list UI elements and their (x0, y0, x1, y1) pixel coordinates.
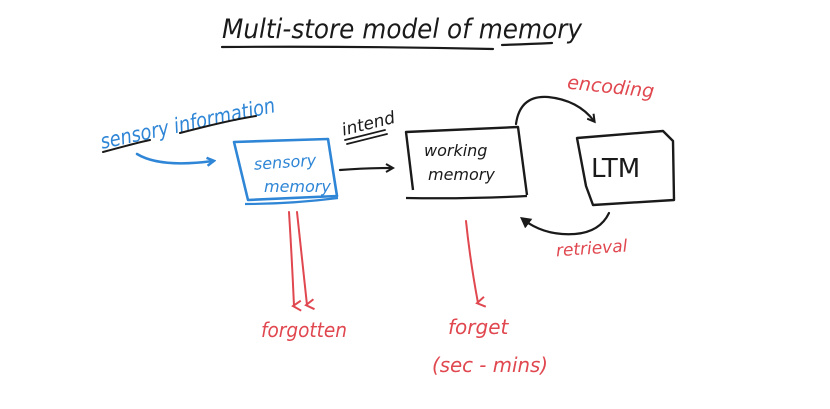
retrieval-arrow (520, 211, 611, 236)
intend-label: intend (340, 108, 398, 141)
ltm-label: LTM (591, 154, 640, 184)
attention-arrow (338, 168, 392, 170)
input-arrow (135, 152, 213, 163)
working-memory-box: working memory (404, 125, 529, 200)
encoding-arrow (514, 95, 594, 126)
intend-underline (344, 129, 388, 145)
sensory-memory-box: sensory memory (232, 137, 339, 206)
working-memory-line1: working (424, 141, 487, 160)
ltm-box: LTM (575, 129, 676, 207)
forgotten-label: forgotten (261, 318, 347, 342)
sensory-information-underline (102, 115, 257, 153)
sensory-memory-line1: sensory (253, 150, 317, 173)
forgotten-arrow-right (296, 211, 315, 311)
title-underline (220, 41, 554, 51)
sensory-memory-line2: memory (264, 177, 331, 196)
retrieval-label: retrieval (555, 236, 628, 261)
working-memory-line2: memory (428, 165, 495, 184)
forget-duration-label: (sec - mins) (432, 353, 548, 377)
encoding-label: encoding (566, 72, 655, 103)
forgotten-arrow-left (288, 211, 302, 312)
sensory-information-label: sensory information (98, 93, 277, 153)
forget-arrow (465, 220, 487, 308)
forget-label: forget (448, 315, 510, 339)
diagram-title: Multi-store model of memory (222, 14, 583, 45)
